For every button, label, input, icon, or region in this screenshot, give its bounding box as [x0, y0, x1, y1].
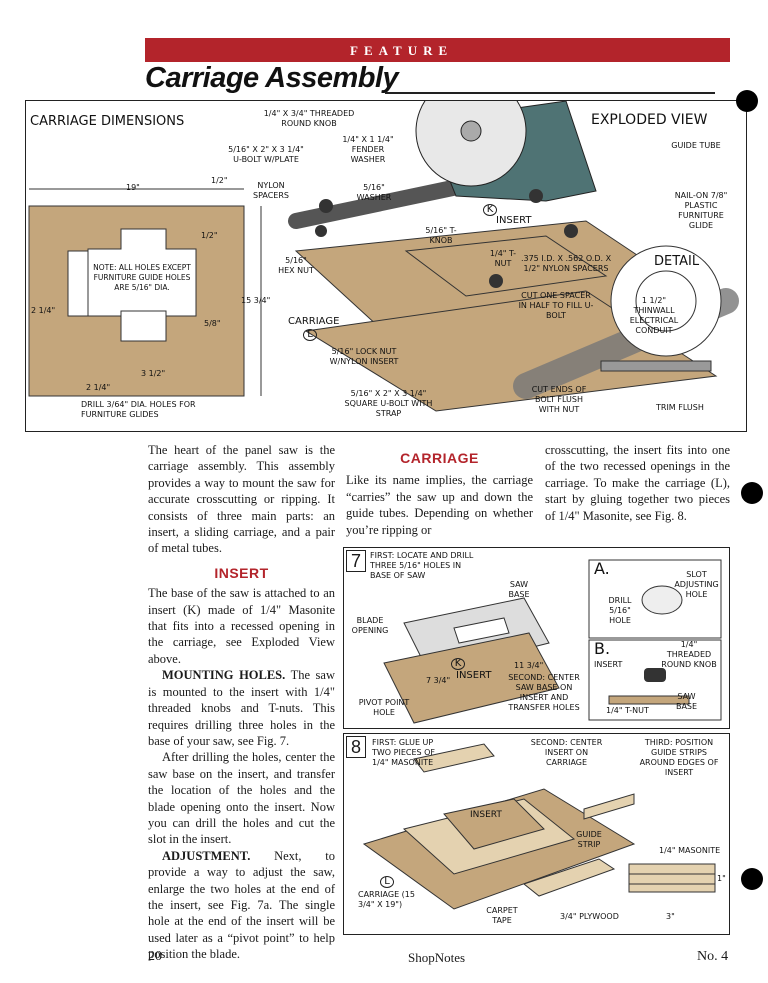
feature-banner [145, 38, 730, 62]
intro-paragraph: The heart of the panel saw is the carria… [148, 443, 335, 556]
fig7-blade-opening: BLADE OPENING [351, 616, 389, 635]
fig7a-slot: SLOT ADJUSTING HOLE [674, 570, 719, 599]
callout-t-nut: 1/4" T-NUT [489, 249, 517, 268]
dim-19: 19" [126, 183, 140, 192]
callout-trim-flush: TRIM FLUSH [656, 403, 704, 412]
carriage-letter-badge: L [303, 329, 317, 341]
fig7-second: SECOND: CENTER SAW BASE ON INSERT AND TR… [508, 673, 580, 712]
callout-nylon-detail: .375 I.D. x .562 O.D. x 1/2" NYLON SPACE… [520, 254, 612, 273]
exploded-view-heading: EXPLODED VIEW [591, 112, 708, 128]
fig7b-label: b. [594, 639, 611, 658]
fig8-second: SECOND: CENTER INSERT ON CARRIAGE [530, 738, 603, 767]
fig7-saw-base: SAW BASE [508, 580, 530, 599]
fig7-dim-11-34: 11 3/4" [514, 661, 544, 670]
drill-note: DRILL 3/64" DIA. HOLES FOR FURNITURE GLI… [81, 400, 196, 419]
callout-square-ubolt: 5/16" x 2" x 3 1/4" SQUARE U-BOLT WITH S… [344, 389, 433, 418]
callout-threaded-knob: 1/4" x 3/4" THREADED ROUND KNOB [263, 109, 355, 128]
fig8-carriage-letter: L [380, 876, 394, 888]
margin-hole-mark [741, 868, 763, 890]
fig7-dim-7-34: 7 3/4" [426, 676, 451, 685]
callout-washer: 5/16" WASHER [356, 183, 392, 202]
callout-nylon-spacers: NYLON SPACERS [253, 181, 289, 200]
page-number: 20 [148, 949, 162, 964]
dim-3-12: 3 1/2" [141, 369, 166, 378]
fig7-pivot: PIVOT POINT HOLE [358, 698, 410, 717]
fig7a-label: a. [594, 559, 610, 578]
dim-5-8: 5/8" [204, 319, 221, 328]
figure-8: 8 FIRST: GLUE UP TWO PIECES OF 1/4" MASO… [343, 733, 730, 935]
feature-label: FEATURE [350, 43, 454, 58]
fig8-carpet-tape: CARPET TAPE [486, 906, 518, 925]
dim-2-14-a: 2 1/4" [31, 306, 56, 315]
fig7b-insert: INSERT [594, 660, 623, 669]
fig8-dim-3: 3" [666, 912, 675, 921]
fig8-plywood: 3/4" PLYWOOD [560, 912, 619, 921]
figure-7-drawing [383, 559, 722, 724]
fig8-carriage: CARRIAGE (15 3/4" x 19") [358, 890, 415, 909]
carriage-continued-paragraph: crosscutting, the insert fits into one o… [545, 443, 730, 523]
fig7-first: FIRST: LOCATE AND DRILL THREE 5/16" HOLE… [370, 551, 474, 580]
figure-7-number: 7 [346, 550, 366, 572]
page-title: Carriage Assembly [145, 62, 399, 94]
fig8-masonite: 1/4" MASONITE [659, 846, 721, 855]
callout-fender-washer: 1/4" x 1 1/4" FENDER WASHER [342, 135, 394, 164]
adjustment-lead: ADJUSTMENT. [162, 848, 251, 863]
insert-letter-badge: K [483, 204, 497, 216]
carriage-heading: CARRIAGE [400, 450, 479, 466]
column-2: CARRIAGE Like its name implies, the carr… [346, 450, 533, 538]
fig8-third: THIRD: POSITION GUIDE STRIPS AROUND EDGE… [639, 738, 719, 777]
fig8-dim-1: 1" [717, 874, 726, 883]
carriage-paragraph: Like its name implies, the carriage “car… [346, 473, 533, 537]
figure-8-number: 8 [346, 736, 366, 758]
callout-hex-nut: 5/16" HEX NUT [278, 256, 314, 275]
fig7a-drill: DRILL 5/16" HOLE [608, 596, 632, 625]
callout-lock-nut: 5/16" LOCK NUT w/NYLON INSERT [329, 347, 399, 366]
callout-conduit: 1 1/2" THINWALL ELECTRICAL CONDUIT [629, 296, 679, 335]
hero-illustration: CARRIAGE DIMENSIONS EXPLODED VIEW DETAIL… [25, 100, 747, 432]
callout-ubolt-plate: 5/16" x 2" x 3 1/4" U-BOLT w/PLATE [228, 145, 304, 164]
adjustment-paragraph: ADJUSTMENT. Next, to provide a way to ad… [148, 848, 335, 963]
note-text: NOTE: ALL HOLES EXCEPT FURNITURE GUIDE H… [93, 263, 191, 292]
fig8-guide-strip: GUIDE STRIP [576, 830, 602, 849]
figure-7: 7 FIRST: LOCATE AND DRILL THREE 5/16" HO… [343, 547, 730, 729]
detail-heading: DETAIL [654, 254, 700, 269]
title-rule [385, 92, 715, 94]
column-1: The heart of the panel saw is the carria… [148, 442, 335, 963]
callout-carriage: CARRIAGE [288, 316, 340, 327]
callout-t-knob: 5/16" T-KNOB [425, 226, 457, 245]
dim-half-b: 1/2" [201, 231, 218, 240]
magazine-name: ShopNotes [408, 950, 466, 965]
mounting-holes-paragraph: MOUNTING HOLES. The saw is mounted to th… [148, 667, 335, 749]
insert-paragraph: The base of the saw is attached to an in… [148, 586, 335, 666]
mounting-holes-lead: MOUNTING HOLES. [162, 668, 286, 683]
issue-number: No. 4 [697, 949, 729, 964]
dim-15-34: 15 3/4" [241, 296, 271, 305]
figure-8-drawing [362, 743, 716, 910]
dim-half-a: 1/2" [211, 176, 228, 185]
fig8-insert: INSERT [470, 810, 502, 820]
callout-furniture-glide: NAIL-ON 7/8" PLASTIC FURNITURE GLIDE [674, 191, 728, 230]
margin-hole-mark [736, 90, 758, 112]
fig7b-saw-base: SAW BASE [675, 692, 698, 711]
insert-heading: INSERT [214, 564, 269, 581]
dim-2-14-b: 2 1/4" [86, 383, 111, 392]
exploded-view-drawing [28, 101, 739, 412]
adjustment-body: Next, to provide a way to adjust the saw… [148, 848, 335, 962]
callout-cut-ends: CUT ENDS OF BOLT FLUSH WITH NUT [531, 385, 587, 414]
mounting-holes-body: The saw is mounted to the insert with 1/… [148, 668, 335, 748]
callout-insert: INSERT [496, 215, 532, 226]
after-drilling-paragraph: After drilling the holes, center the saw… [148, 750, 335, 847]
callout-guide-tube: GUIDE TUBE [671, 141, 721, 150]
fig8-first: FIRST: GLUE UP TWO PIECES OF 1/4" MASONI… [372, 738, 436, 767]
fig7-insert: INSERT [456, 670, 492, 681]
fig7b-knob: 1/4" THREADED ROUND KNOB [661, 640, 717, 669]
callout-cut-one: CUT ONE SPACER IN HALF TO FILL U-BOLT [518, 291, 594, 320]
column-3: crosscutting, the insert fits into one o… [545, 442, 730, 524]
fig7-insert-letter: K [451, 658, 465, 670]
fig7b-tnut: 1/4" T-NUT [606, 706, 649, 715]
margin-hole-mark [741, 482, 763, 504]
carriage-dimensions-heading: CARRIAGE DIMENSIONS [30, 114, 185, 129]
